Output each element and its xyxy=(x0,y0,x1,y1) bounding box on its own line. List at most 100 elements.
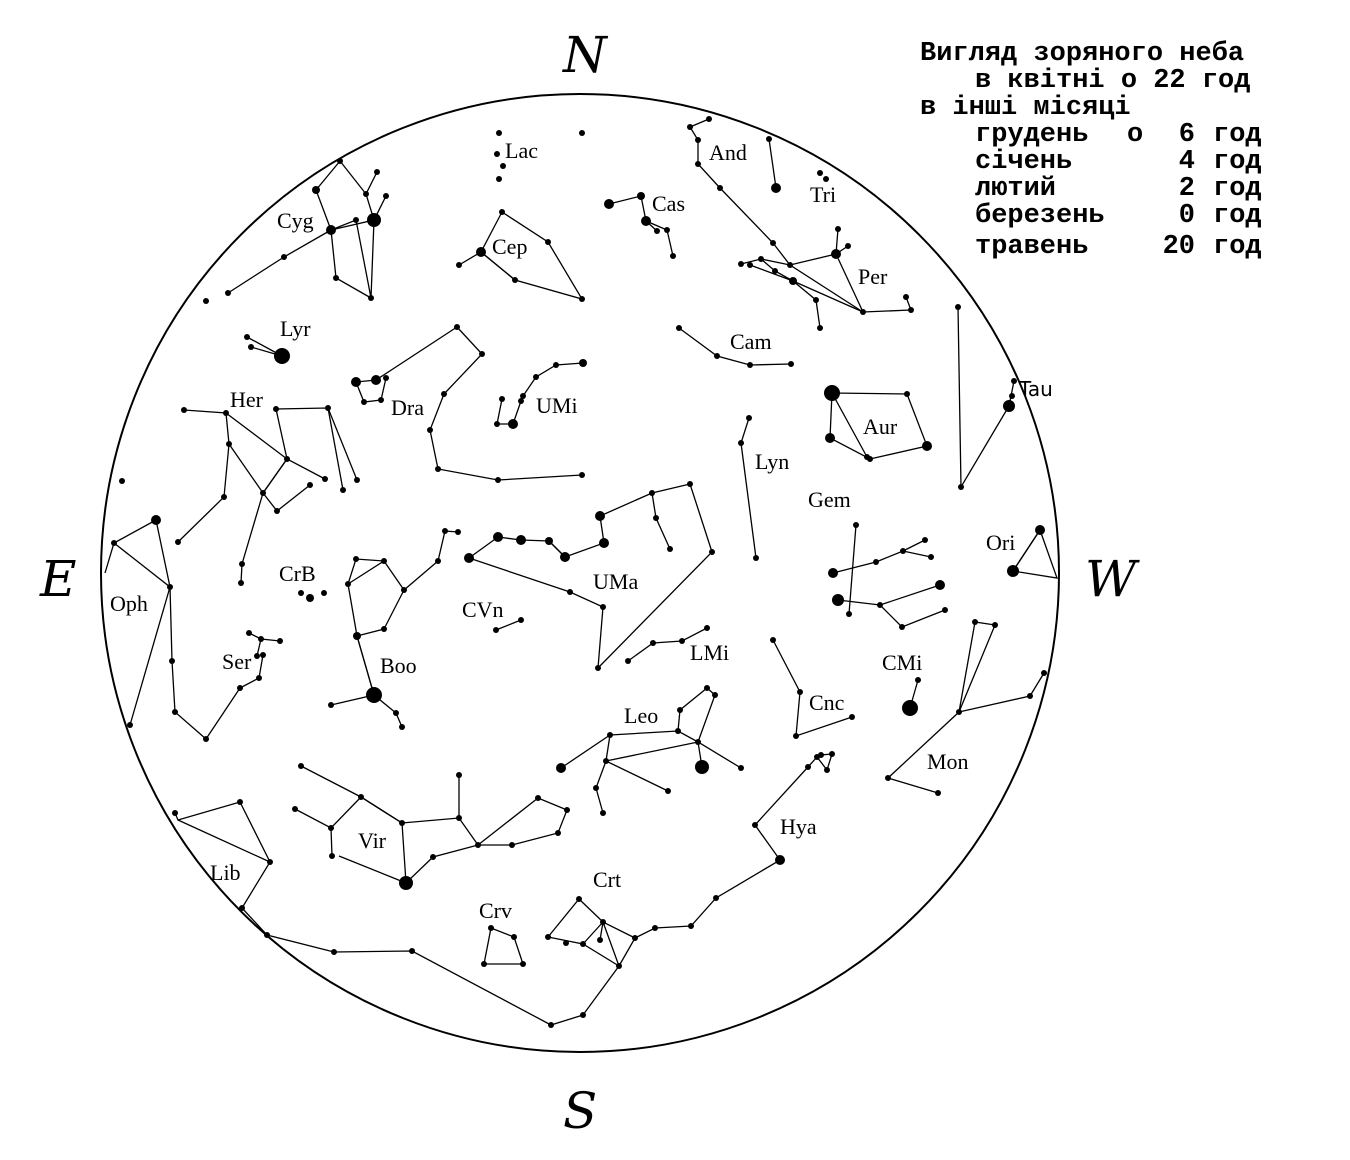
constellation-line xyxy=(177,819,271,863)
constellation-line xyxy=(792,280,864,313)
constellation-line xyxy=(113,542,241,740)
constellation-line xyxy=(848,524,857,615)
star xyxy=(340,487,346,493)
star xyxy=(695,760,709,774)
star xyxy=(237,799,243,805)
star xyxy=(516,535,526,545)
constellation-line xyxy=(599,921,604,941)
star xyxy=(508,419,518,429)
star xyxy=(922,537,928,543)
star xyxy=(312,186,320,194)
star xyxy=(494,151,500,157)
star xyxy=(399,820,405,826)
label-oph: Oph xyxy=(110,591,148,616)
schedule-unit: год xyxy=(1213,174,1262,204)
star xyxy=(600,810,606,816)
star xyxy=(333,275,339,281)
label-cas: Cas xyxy=(652,191,685,216)
star xyxy=(545,239,551,245)
constellation-line xyxy=(355,326,458,403)
constellation-line xyxy=(1012,529,1041,572)
star xyxy=(770,240,776,246)
star xyxy=(351,377,361,387)
star xyxy=(496,130,502,136)
star xyxy=(772,268,778,274)
star xyxy=(556,763,566,773)
star xyxy=(652,925,658,931)
star xyxy=(264,932,270,938)
star xyxy=(789,277,797,285)
star xyxy=(512,277,518,283)
constellation-line xyxy=(241,755,828,1026)
schedule-month: травень xyxy=(975,232,1088,262)
label-umi: UMi xyxy=(536,393,578,418)
label-dra: Dra xyxy=(391,395,424,420)
star xyxy=(650,640,656,646)
constellation-lines xyxy=(104,118,1058,1026)
east-label: E xyxy=(39,550,77,608)
star xyxy=(1003,400,1015,412)
star xyxy=(329,853,335,859)
constellation-line xyxy=(547,898,621,968)
star xyxy=(560,552,570,562)
star xyxy=(695,739,701,745)
star xyxy=(992,622,998,628)
star xyxy=(902,700,918,716)
star xyxy=(849,714,855,720)
star xyxy=(500,163,506,169)
constellation-line xyxy=(835,253,864,313)
label-per: Per xyxy=(858,264,888,289)
star xyxy=(119,478,125,484)
star xyxy=(225,290,231,296)
star xyxy=(127,722,133,728)
star xyxy=(307,482,313,488)
constellation-line xyxy=(678,327,792,366)
star xyxy=(337,158,343,164)
star xyxy=(793,733,799,739)
constellation-line xyxy=(651,492,671,550)
star xyxy=(664,227,670,233)
constellation-line xyxy=(330,827,333,857)
star xyxy=(353,556,359,562)
label-tri: Tri xyxy=(810,182,836,207)
star xyxy=(151,515,161,525)
constellation-line xyxy=(468,483,713,670)
star xyxy=(576,896,582,902)
schedule-unit: год xyxy=(1213,232,1262,262)
star xyxy=(361,399,367,405)
label-lyn: Lyn xyxy=(755,449,789,474)
star xyxy=(284,456,290,462)
star xyxy=(695,161,701,167)
schedule-unit: год xyxy=(1213,201,1262,231)
star xyxy=(600,919,606,925)
star xyxy=(604,199,614,209)
star xyxy=(823,176,829,182)
star xyxy=(915,677,921,683)
star xyxy=(493,532,503,542)
star xyxy=(435,466,441,472)
star xyxy=(738,261,744,267)
star xyxy=(928,554,934,560)
star xyxy=(1027,693,1033,699)
info-subtitle: в квітні о 22 год xyxy=(975,66,1250,96)
constellation-line xyxy=(605,734,669,792)
star xyxy=(248,344,254,350)
constellation-line xyxy=(104,519,171,726)
star xyxy=(746,415,752,421)
constellation-line xyxy=(300,765,479,846)
schedule-month: лютий xyxy=(975,174,1056,204)
star xyxy=(579,472,585,478)
label-cep: Cep xyxy=(492,234,527,259)
star xyxy=(677,707,683,713)
label-and: And xyxy=(709,140,747,165)
constellation-line xyxy=(957,306,1015,490)
constellation-line xyxy=(879,604,946,628)
star xyxy=(771,183,781,193)
label-aur: Aur xyxy=(863,414,898,439)
star xyxy=(797,689,803,695)
star xyxy=(675,728,681,734)
star xyxy=(845,243,851,249)
star xyxy=(481,961,487,967)
star xyxy=(747,262,753,268)
